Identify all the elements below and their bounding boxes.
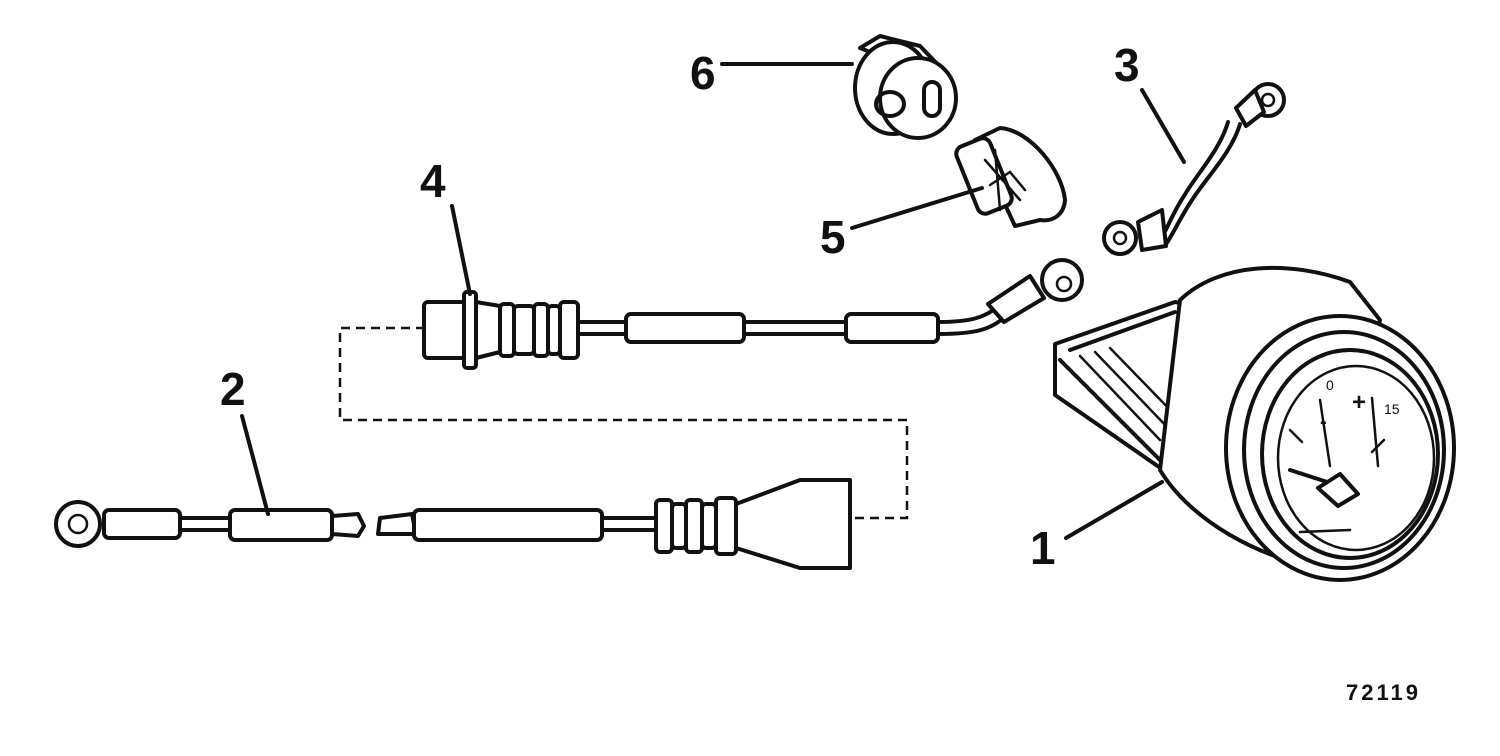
gauge-right-mark: 15 xyxy=(1384,401,1400,417)
ground-lead xyxy=(1102,82,1286,256)
part-label-1: 1 xyxy=(1030,522,1056,574)
gauge-plus-symbol: + xyxy=(1352,389,1366,416)
bulb xyxy=(954,126,1067,228)
leader-line-3 xyxy=(1140,88,1186,164)
harness-lead xyxy=(54,478,852,570)
gauge-minus-symbol: - xyxy=(1320,411,1327,433)
connector-lead xyxy=(422,258,1084,370)
gauge xyxy=(1053,265,1456,582)
part-label-6: 6 xyxy=(690,47,716,99)
part-label-5: 5 xyxy=(820,211,846,263)
part-label-3: 3 xyxy=(1114,39,1140,91)
leader-line-2 xyxy=(240,414,270,516)
part-label-2: 2 xyxy=(220,363,246,415)
part-label-4: 4 xyxy=(420,155,446,207)
bulb-socket xyxy=(853,34,958,140)
leader-line-5 xyxy=(850,186,984,230)
gauge-left-mark: 0 xyxy=(1326,377,1334,393)
drawing-reference-number: 72119 xyxy=(1346,680,1421,705)
leader-line-1 xyxy=(1064,480,1164,540)
leader-line-4 xyxy=(450,204,472,296)
